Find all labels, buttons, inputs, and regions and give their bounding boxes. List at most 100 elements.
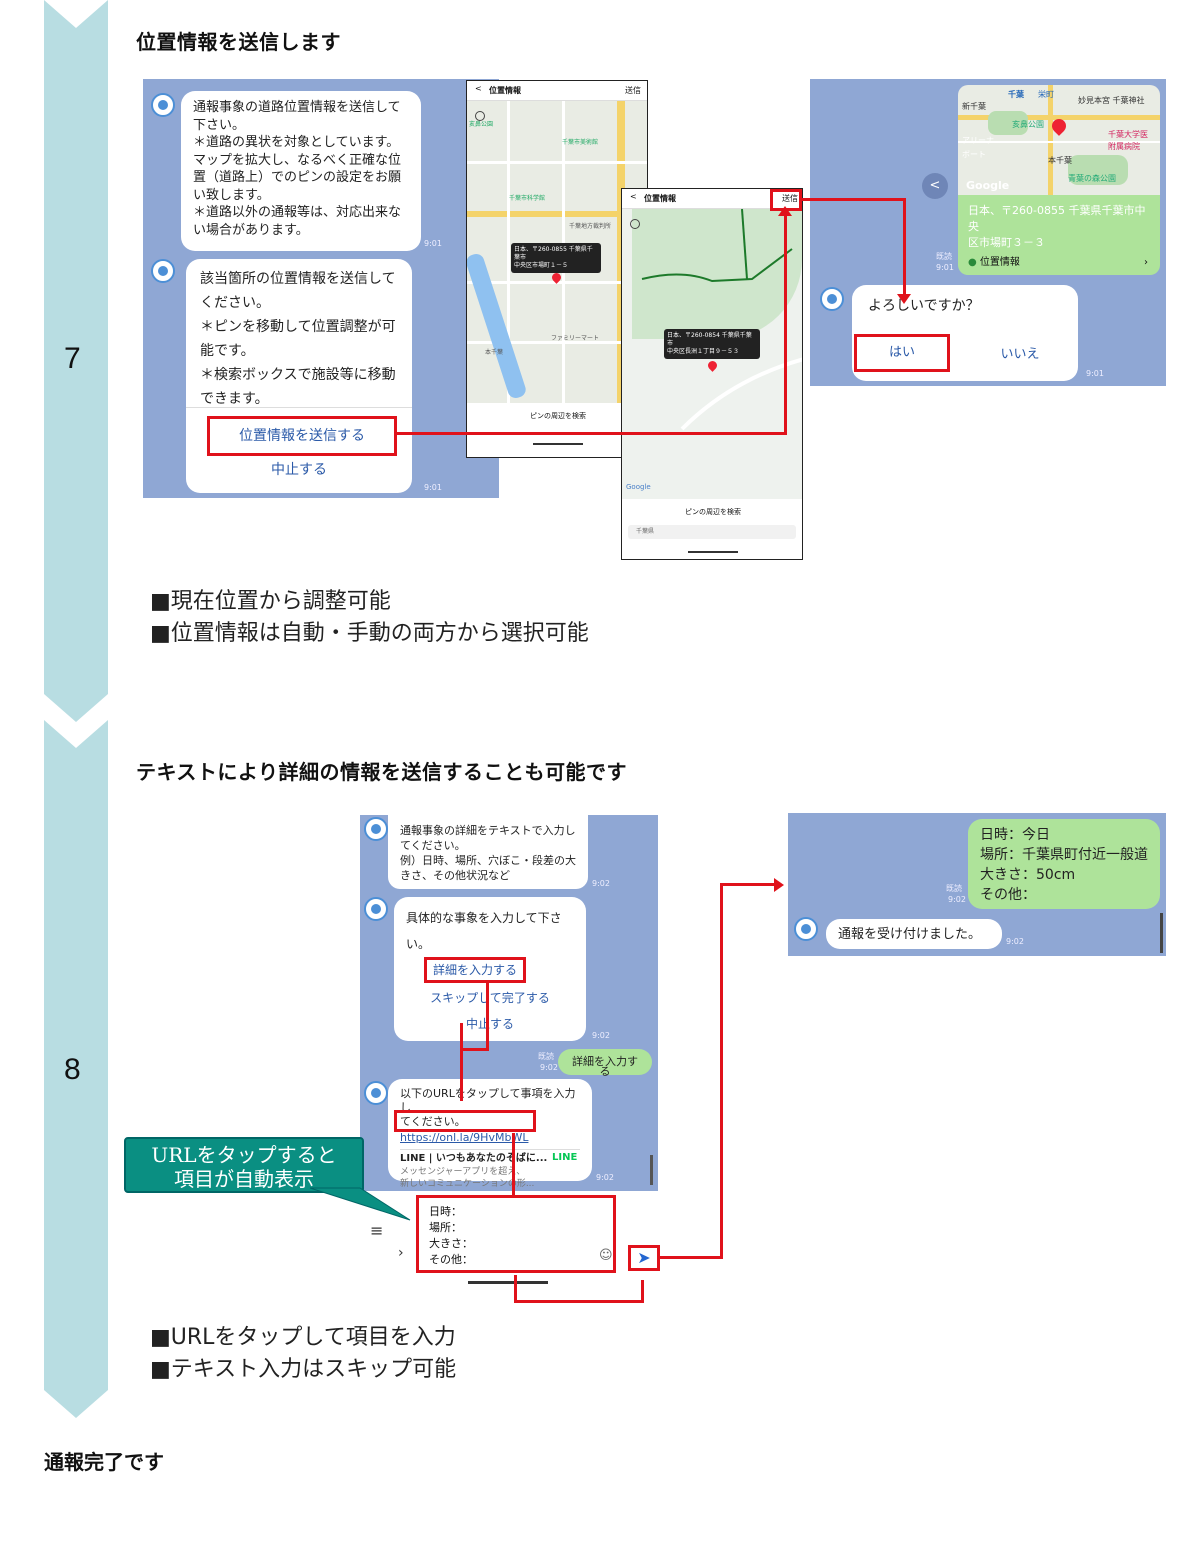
cancel-button[interactable]: 中止する [465, 1017, 514, 1031]
phone-header: < 位置情報 送信 [622, 189, 802, 209]
msg-line: その他： [980, 887, 1036, 903]
input-area: ≡ › 日時： 場所： 大きさ： その他： ☺ ➤ [360, 1191, 660, 1291]
connector-line [720, 884, 723, 1259]
read-label: 既読 [936, 252, 952, 261]
send-button[interactable]: ➤ [628, 1245, 660, 1271]
timestamp: 9:02 [596, 1173, 614, 1182]
send-location-button[interactable]: 位置情報を送信する [207, 416, 397, 456]
note-line: ■URLをタップして項目を入力 [150, 1325, 456, 1350]
bot-avatar-icon [364, 897, 388, 921]
map-label: 千葉大学医 [1108, 130, 1148, 139]
msg-line: 例）日時、場所、穴ぼこ・段差の大 [400, 854, 576, 867]
map-label: 栄町 [1038, 90, 1054, 99]
callout-line: 項目が自動表示 [174, 1167, 314, 1191]
timestamp: 9:02 [592, 879, 610, 888]
back-icon[interactable]: < [630, 192, 637, 201]
note-line: ■テキスト入力はスキップ可能 [150, 1357, 457, 1382]
scrollbar[interactable] [1160, 913, 1163, 953]
completion-text: 通報完了です [44, 1450, 164, 1474]
timestamp: 9:01 [424, 483, 442, 492]
search-area: ピンの周辺を検索 千葉県 [622, 499, 802, 559]
link-card-title[interactable]: LINE | いつもあなたのそばに... [400, 1149, 580, 1166]
connector-line [903, 198, 906, 296]
map-label: 新千葉 [962, 102, 986, 111]
cancel-button[interactable]: 中止する [271, 462, 327, 478]
menu-icon[interactable]: ≡ [370, 1221, 384, 1240]
read-label: 既読 [946, 884, 962, 893]
msg-line: い場合があります。 [193, 222, 309, 238]
bot-message: 該当箇所の位置情報を送信して ください。 ＊ピンを移動して位置調整が可 能です。… [186, 259, 412, 493]
input-line: 日時： [429, 1205, 462, 1218]
question-text: よろしいですか？ [868, 298, 980, 314]
step8-title: テキストにより詳細の情報を送信することも可能です [136, 760, 627, 784]
message-input[interactable]: 日時： 場所： 大きさ： その他： ☺ [416, 1195, 616, 1273]
connector-line [720, 883, 776, 886]
bot-message: 通報事象の道路位置情報を送信して 下さい。 ＊道路の異状を対象としています。 マ… [181, 91, 421, 251]
location-card[interactable]: 日本、〒260-0855 千葉県千葉市中央 区市場町３－３ ● 位置情報 › [958, 195, 1160, 275]
scrollbar[interactable] [650, 1155, 653, 1185]
callout-line: URLをタップすると [151, 1143, 337, 1167]
step8-chat-panel: 通報事象の詳細をテキストで入力し てください。 例）日時、場所、穴ぼこ・段差の大… [360, 815, 658, 1191]
no-button[interactable]: いいえ [1000, 347, 1040, 362]
phone-send-button[interactable]: 送信 [625, 86, 641, 95]
chevron-right-icon: › [1144, 257, 1148, 268]
search-nearby-label[interactable]: ピンの周辺を検索 [685, 508, 741, 516]
timestamp: 9:02 [948, 895, 966, 904]
url-link[interactable]: https://onl.la/9HvMbWL [400, 1131, 529, 1144]
msg-line: ＊ピンを移動して位置調整が可 [200, 319, 396, 335]
map-label: 妙見本宮 千葉神社 [1078, 96, 1145, 105]
url-highlight [394, 1110, 536, 1132]
bot-message: 通報事象の詳細をテキストで入力し てください。 例）日時、場所、穴ぼこ・段差の大… [388, 815, 588, 889]
step-number-7: 7 [64, 342, 81, 375]
step8-result-panel: 日時：今日 場所：千葉県町付近一般道 大きさ：50cm その他： 既読 9:02… [788, 813, 1166, 956]
map-view[interactable]: 千葉市美術館 千葉市科学館 千葉地方裁判所 ファミリーマート 本千葉 亥鼻公園 … [467, 101, 647, 403]
bot-message: よろしいですか？ [852, 285, 1078, 381]
msg-line: きさ、その他状況など [400, 869, 510, 882]
map-label: 亥鼻公園 [469, 121, 494, 128]
input-line: 場所： [429, 1221, 462, 1234]
map-label: 千葉市科学館 [509, 195, 546, 202]
timestamp: 9:01 [424, 239, 442, 248]
share-icon[interactable]: < [922, 173, 948, 199]
chevron-right-icon[interactable]: › [398, 1245, 404, 1261]
connector-line [658, 1256, 722, 1259]
desc-line: メッセンジャーアプリを超え、 [400, 1167, 526, 1177]
line-logo: LINE [552, 1152, 578, 1163]
home-indicator [688, 551, 738, 553]
step-number-8: 8 [64, 1053, 81, 1086]
pin-line: 日本、〒260-0855 千葉県千葉市 [514, 246, 593, 261]
connector-line [514, 1275, 517, 1303]
read-label: 既読 [538, 1052, 554, 1061]
step7-chat-panel: 通報事象の道路位置情報を送信して 下さい。 ＊道路の異状を対象としています。 マ… [143, 79, 499, 498]
locate-icon[interactable] [475, 111, 485, 121]
google-logo: Google [966, 179, 1010, 192]
link-card-desc: メッセンジャーアプリを超え、 新しいコミュニケーションの形... [400, 1166, 580, 1190]
connector-line [784, 214, 787, 435]
yes-button[interactable]: はい [854, 334, 950, 372]
google-logo: Google [626, 483, 651, 491]
skip-button[interactable]: スキップして完了する [430, 991, 550, 1005]
timestamp: 9:02 [592, 1031, 610, 1040]
msg-line: 通報事象の道路位置情報を送信して [193, 100, 401, 115]
msg-line: い致します。 [193, 187, 270, 203]
phone-map-screen-2: < 位置情報 送信 日本、〒260-0854 千葉県千葉市 中央区長洲１丁目９－… [621, 188, 803, 560]
connector-line [512, 1133, 515, 1195]
enter-detail-button[interactable]: 詳細を入力する [424, 957, 526, 983]
msg-line: 通報事象の詳細をテキストで入力し [400, 824, 576, 837]
search-input[interactable]: 千葉県 [628, 525, 796, 539]
arrow-right-icon [774, 878, 784, 892]
emoji-icon[interactable]: ☺ [599, 1248, 613, 1263]
back-icon[interactable]: < [475, 84, 482, 93]
locate-icon[interactable] [630, 219, 640, 229]
input-line: 大きさ： [429, 1237, 473, 1250]
msg-line: ＊検索ボックスで施設等に移動 [200, 367, 396, 383]
msg-line: ＊道路の異状を対象としています。 [193, 135, 400, 150]
search-nearby-label[interactable]: ピンの周辺を検索 [530, 412, 586, 420]
connector-line [460, 1048, 488, 1051]
map-view[interactable]: 日本、〒260-0854 千葉県千葉市 中央区長洲１丁目９－５３ Google [622, 209, 802, 499]
step7-confirm-panel: 千葉 栄町 妙見本宮 千葉神社 新千葉 亥鼻公園 千葉大学医 附属病院 本千葉 … [810, 79, 1166, 386]
desc-line: 新しいコミュニケーションの形... [400, 1179, 535, 1189]
phone-send-button[interactable]: 送信 [782, 194, 798, 203]
connector-line [514, 1300, 644, 1303]
msg-line: てください。 [400, 839, 466, 852]
